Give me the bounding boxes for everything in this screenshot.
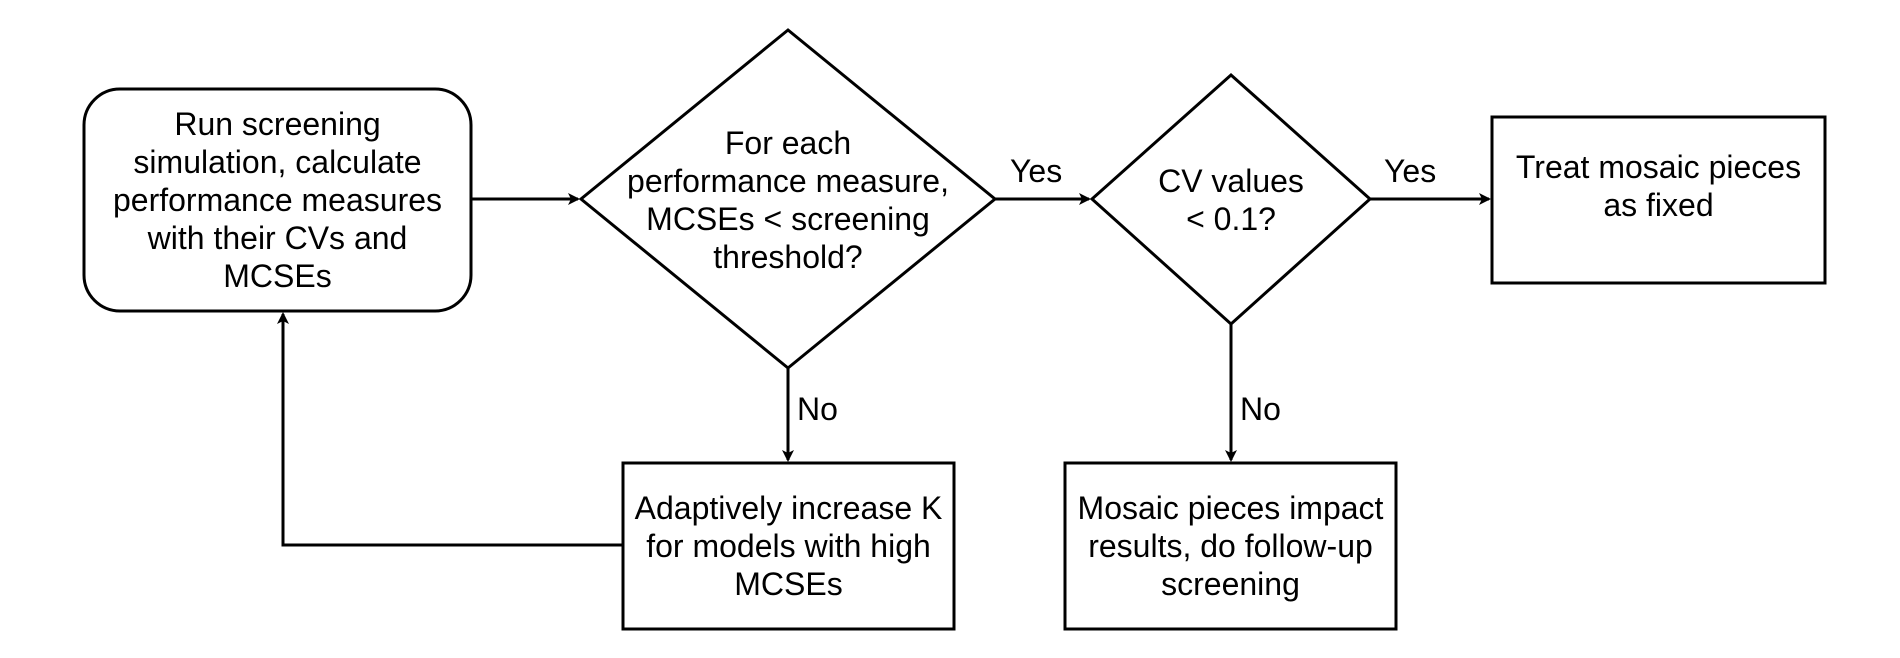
follow-up-line: Mosaic pieces impact [1077, 490, 1384, 526]
increase-k-line: for models with high [646, 528, 931, 564]
run-screening-line: with their CVs and [147, 220, 408, 256]
cv-check-line: < 0.1? [1186, 201, 1276, 237]
increase-k-line: Adaptively increase K [634, 490, 943, 526]
mcse-check-line: For each [724, 125, 852, 161]
mcse-check-text: For each performance measure, MCSEs < sc… [620, 110, 956, 290]
treat-fixed-line: as fixed [1603, 187, 1714, 223]
treat-fixed-text: Treat mosaic pieces as fixed [1492, 117, 1825, 283]
follow-up-line: screening [1161, 566, 1300, 602]
run-screening-line: performance measures [112, 182, 443, 218]
mcse-yes-label: Yes [1010, 153, 1063, 189]
treat-fixed-line: Treat mosaic pieces [1515, 149, 1802, 185]
follow-up-box [1063, 461, 1398, 631]
mcse-check-line: MCSEs < screening [646, 201, 930, 237]
run-screening-line: simulation, calculate [133, 144, 422, 180]
increase-k-box [621, 461, 956, 631]
mcse-check-line: threshold? [713, 239, 863, 275]
mcse-check-line: performance measure, [627, 163, 949, 199]
run-screening-line: Run screening [174, 106, 381, 142]
treat-fixed-box [1490, 115, 1827, 285]
cv-check-line: CV values [1158, 163, 1304, 199]
follow-up-text: Mosaic pieces impact results, do follow-… [1065, 463, 1396, 629]
follow-up-line: results, do follow-up [1088, 528, 1373, 564]
increase-k-line: MCSEs [734, 566, 843, 602]
edge-increase-to-run [277, 312, 623, 547]
cv-yes-label: Yes [1384, 153, 1437, 189]
cv-no-label: No [1240, 391, 1281, 427]
cv-check-text: CV values < 0.1? [1131, 160, 1331, 240]
run-screening-text: Run screening simulation, calculate perf… [84, 89, 471, 311]
mcse-no-label: No [797, 391, 838, 427]
run-screening-line: MCSEs [223, 258, 332, 294]
increase-k-text: Adaptively increase K for models with hi… [623, 463, 954, 629]
